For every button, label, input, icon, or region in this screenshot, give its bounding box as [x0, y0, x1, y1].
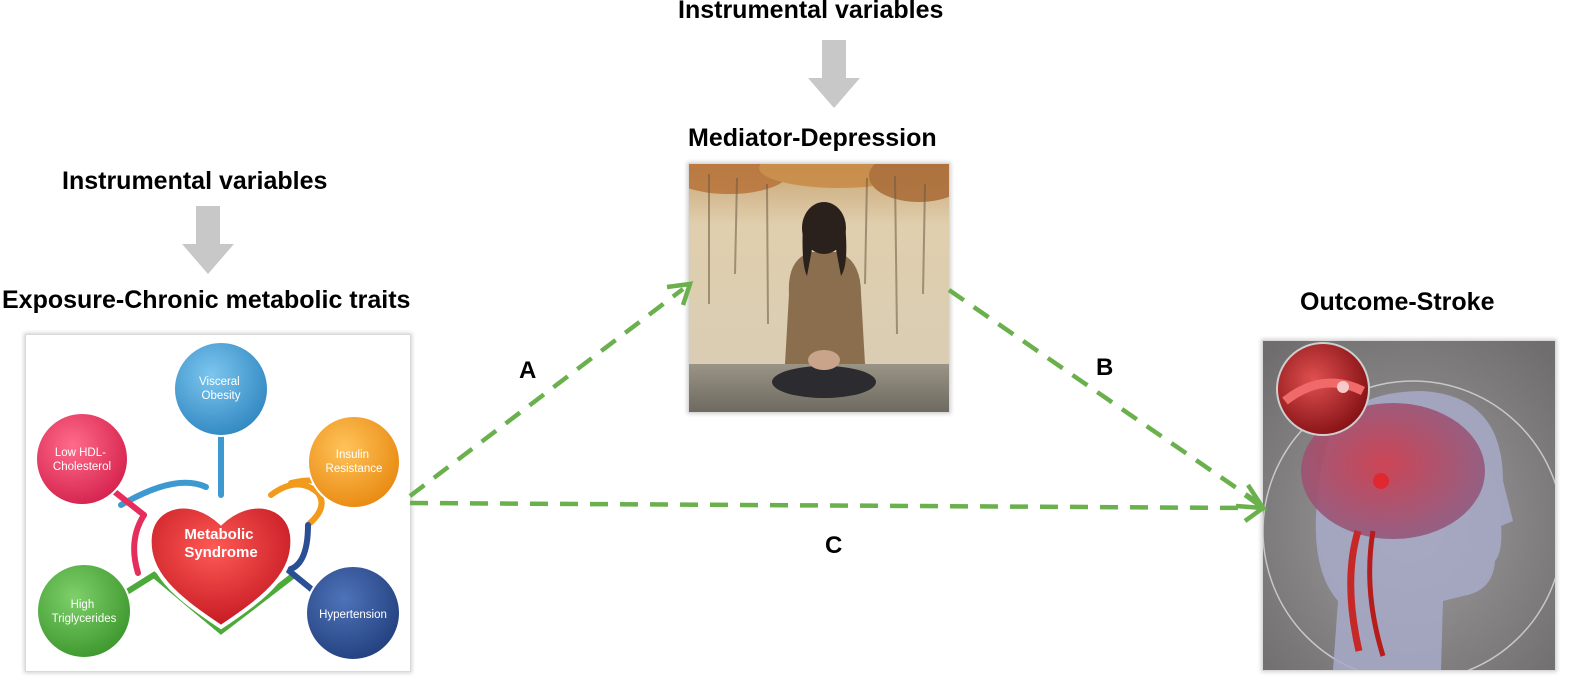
sitting-person-figure [772, 202, 876, 398]
exposure-title: Exposure-Chronic metabolic traits [2, 286, 411, 314]
mediator-title: Mediator-Depression [688, 124, 937, 152]
svg-text:Visceral Obesity: Visceral Obesity [199, 376, 243, 402]
svg-text:High Triglycerides: High Triglycerides [52, 599, 117, 625]
depression-illustration [669, 148, 969, 412]
hdl-arc [131, 512, 147, 576]
path-b-line [947, 288, 1256, 502]
depression-image-panel [669, 148, 969, 412]
path-c-line [409, 500, 1251, 511]
visceral-arc [118, 479, 209, 508]
svg-text:Hypertension: Hypertension [319, 609, 387, 621]
stroke-image-panel [1262, 341, 1564, 682]
insulin-arc [268, 481, 325, 526]
down-arrow-icon [808, 40, 860, 108]
center-line-2: Syndrome [184, 544, 257, 561]
path-a-arrowhead [666, 281, 694, 306]
insulin-resistance-node: Insulin Resistance [307, 415, 401, 509]
hypertension-connector [281, 522, 329, 604]
top-instrumental-variables-label: Instrumental variables [678, 0, 944, 24]
metabolic-syndrome-diagram: Metabolic Syndrome Visceral Obesity Insu… [35, 341, 401, 661]
heart-icon [147, 504, 295, 630]
path-c-label: C [825, 532, 843, 559]
svg-text:Insulin Resistance: Insulin Resistance [326, 449, 383, 475]
center-line-1: Metabolic [184, 526, 253, 543]
path-b-arrowhead [1235, 483, 1268, 511]
high-triglycerides-node: High Triglycerides [36, 563, 132, 659]
path-b-label: B [1096, 354, 1114, 381]
path-a-label: A [519, 357, 537, 384]
hypertension-node: Hypertension [305, 565, 401, 661]
svg-text:Low HDL- Cholesterol: Low HDL- Cholesterol [53, 447, 111, 473]
svg-text:Metabolic Syndrome: Metabolic Syndrome [184, 526, 257, 561]
low-hdl-cholesterol-node: Low HDL- Cholesterol [35, 412, 129, 506]
stroke-illustration [1262, 341, 1564, 682]
blood-clot-inset [1276, 342, 1370, 436]
left-instrumental-variables-label: Instrumental variables [62, 167, 328, 195]
visceral-obesity-node: Visceral Obesity [173, 341, 269, 437]
path-a-line [408, 287, 685, 498]
path-c-arrowhead [1243, 493, 1267, 523]
outcome-title: Outcome-Stroke [1300, 288, 1495, 316]
metabolic-syndrome-panel: Metabolic Syndrome Visceral Obesity Insu… [26, 335, 410, 671]
down-arrow-icon [182, 206, 234, 274]
